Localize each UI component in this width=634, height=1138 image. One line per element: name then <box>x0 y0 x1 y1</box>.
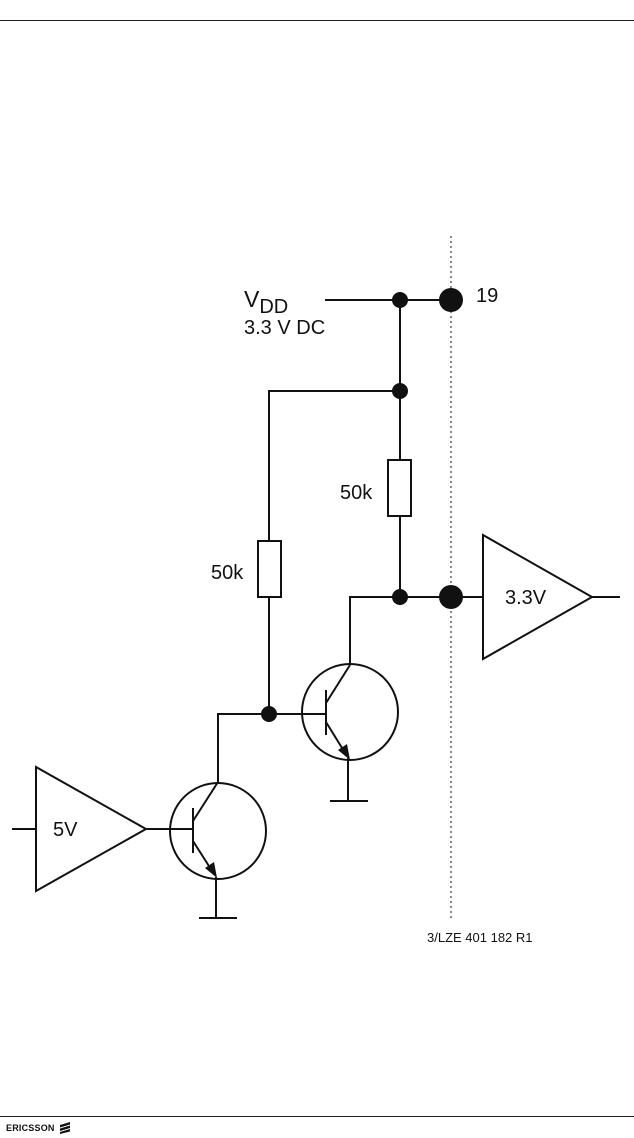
drawing-reference: 3/LZE 401 182 R1 <box>427 930 533 945</box>
output-buffer-label: 3.3V <box>505 587 547 609</box>
input-buffer-label: 5V <box>53 819 78 841</box>
vdd-label: VDD <box>244 286 288 318</box>
output-terminal <box>439 585 463 609</box>
branch-wire <box>269 391 400 541</box>
transistor-2-arrow <box>338 744 350 760</box>
junction-output <box>392 589 408 605</box>
transistor-2-collector <box>326 665 350 703</box>
resistor-left <box>258 541 281 597</box>
junction-vdd <box>392 292 408 308</box>
resistor-left-label: 50k <box>211 562 244 584</box>
junction-base <box>261 706 277 722</box>
collector-wire-2 <box>350 597 483 665</box>
footer-logo: ERICSSON <box>6 1121 71 1135</box>
ericsson-logo-icon <box>59 1122 71 1134</box>
pin-number-label: 19 <box>476 285 498 307</box>
collector-wire-1 <box>218 714 269 782</box>
bottom-rule <box>0 1116 634 1117</box>
resistor-right <box>388 460 411 516</box>
transistor-1-body <box>170 783 266 879</box>
resistor-right-label: 50k <box>340 482 373 504</box>
brand-name: ERICSSON <box>6 1123 55 1133</box>
pin-19-terminal <box>439 288 463 312</box>
transistor-2-body <box>302 664 398 760</box>
junction-branch <box>392 383 408 399</box>
vdd-voltage-label: 3.3 V DC <box>244 317 325 339</box>
